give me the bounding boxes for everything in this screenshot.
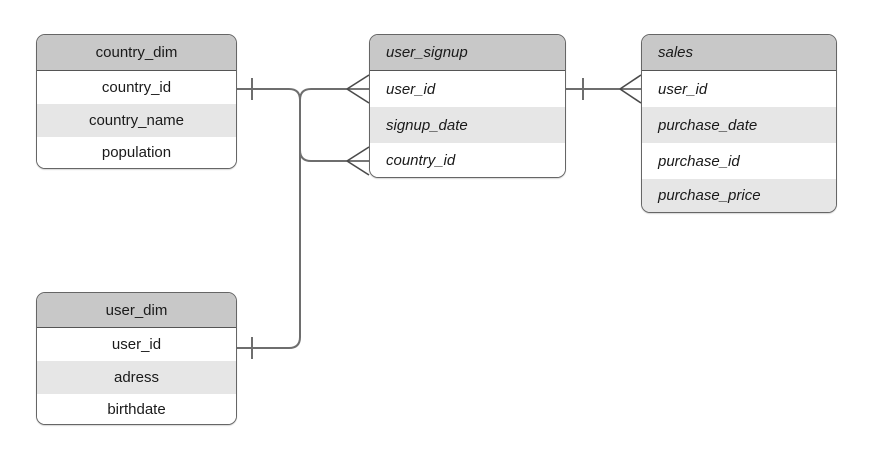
attribute-row-purchase-date[interactable]: purchase_date xyxy=(642,107,836,143)
attribute-row-sales-user-id[interactable]: user_id xyxy=(642,71,836,107)
cardinality-many-user-signup-user-id xyxy=(346,74,370,104)
attribute-row-country-id[interactable]: country_id xyxy=(37,71,236,104)
attribute-row-purchase-id[interactable]: purchase_id xyxy=(642,143,836,179)
attribute-row-user-signup-country-id[interactable]: country_id xyxy=(370,143,565,177)
attribute-row-country-name[interactable]: country_name xyxy=(37,104,236,137)
entity-user-signup[interactable]: user_signup user_id signup_date country_… xyxy=(369,34,566,178)
connector-trunk-upper xyxy=(299,88,347,101)
entity-title-sales: sales xyxy=(642,35,836,71)
entity-user-dim[interactable]: user_dim user_id adress birthdate xyxy=(36,292,237,425)
attribute-row-user-signup-user-id[interactable]: user_id xyxy=(370,71,565,107)
entity-title-user-signup: user_signup xyxy=(370,35,565,71)
attribute-row-purchase-price[interactable]: purchase_price xyxy=(642,179,836,212)
attribute-row-user-dim-user-id[interactable]: user_id xyxy=(37,328,236,361)
cardinality-many-sales-user-id xyxy=(619,74,642,104)
entity-title-user-dim: user_dim xyxy=(37,293,236,328)
connector-user-dim-to-user-signup xyxy=(237,100,301,349)
attribute-row-birthdate[interactable]: birthdate xyxy=(37,394,236,424)
entity-sales[interactable]: sales user_id purchase_date purchase_id … xyxy=(641,34,837,213)
attribute-row-adress[interactable]: adress xyxy=(37,361,236,394)
connector-country-dim-to-user-signup xyxy=(237,88,347,162)
cardinality-many-user-signup-country-id xyxy=(346,146,370,176)
attribute-row-signup-date[interactable]: signup_date xyxy=(370,107,565,143)
entity-country-dim[interactable]: country_dim country_id country_name popu… xyxy=(36,34,237,169)
attribute-row-population[interactable]: population xyxy=(37,137,236,168)
entity-title-country-dim: country_dim xyxy=(37,35,236,71)
